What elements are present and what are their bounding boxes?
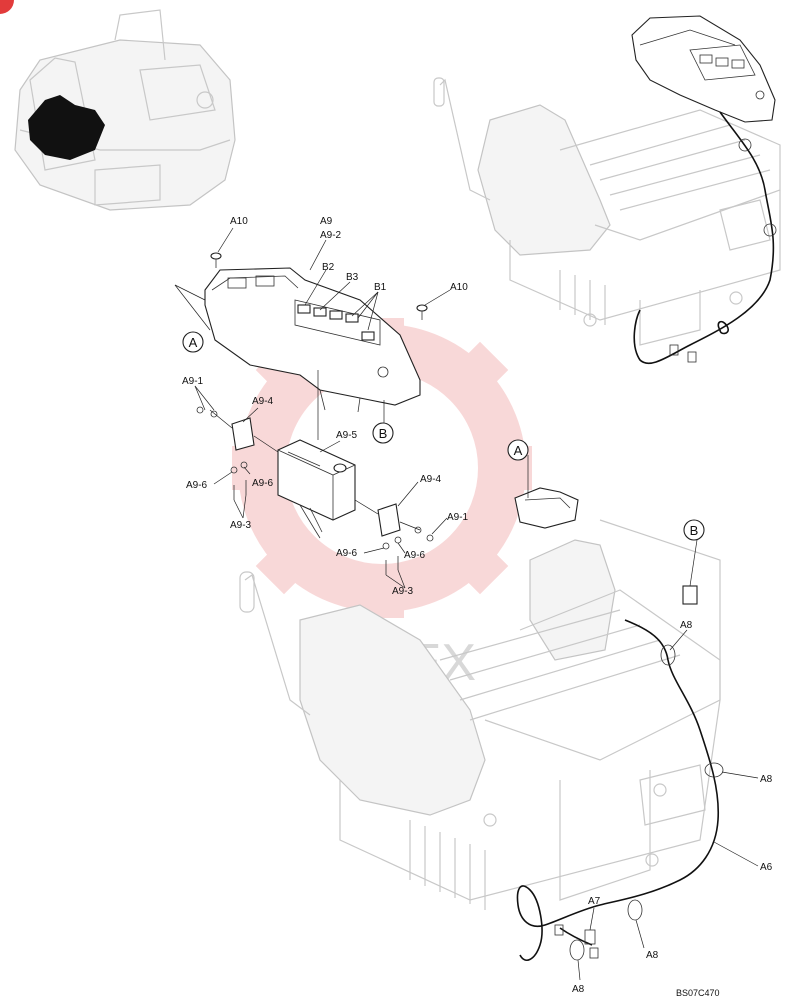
label-a8-3: A8 (646, 950, 659, 961)
svg-text:B: B (690, 523, 699, 538)
highlight-console-thumb (28, 95, 105, 160)
label-a8-1: A8 (680, 620, 693, 631)
svg-text:B: B (379, 426, 388, 441)
ref-circle-a-right: A (507, 439, 529, 461)
label-a9-5: A9-5 (336, 430, 358, 441)
drawing-code: BS07C470 (676, 988, 720, 998)
label-a8-2: A8 (760, 774, 773, 785)
label-a9-6-right1: A9-6 (336, 548, 358, 559)
switch-b3 (313, 307, 327, 317)
controller-assembly (194, 385, 448, 589)
svg-text:A: A (189, 335, 198, 350)
switch-b1 (345, 313, 359, 323)
label-a9: A9 (320, 216, 333, 227)
label-a9-4-left: A9-4 (252, 396, 274, 407)
seat-platform-top (433, 15, 781, 365)
ref-circle-b-right: B (683, 519, 705, 541)
bolt-a10-right (416, 304, 428, 320)
label-a9-6-right2: A9-6 (404, 550, 426, 561)
label-a9-3-right: A9-3 (392, 586, 414, 597)
console-assembly (174, 227, 451, 440)
label-a9-6-left2: A9-6 (252, 478, 274, 489)
wire-harness-top (633, 111, 775, 365)
label-a9-4-right: A9-4 (420, 474, 442, 485)
seat-platform-bottom (239, 455, 759, 981)
label-a9-1-left: A9-1 (182, 376, 204, 387)
excavator-thumbnail (14, 9, 236, 211)
wire-harness-bottom (516, 619, 720, 961)
label-a9-3-left: A9-3 (230, 520, 252, 531)
label-a8-4: A8 (572, 984, 585, 995)
svg-text:A: A (514, 443, 523, 458)
label-a6: A6 (760, 862, 773, 873)
ref-circle-b-left: B (372, 422, 394, 444)
label-a9-1-right: A9-1 (447, 512, 469, 523)
label-b1: B1 (374, 282, 387, 293)
ref-circle-a-left: A (182, 331, 204, 353)
label-a10-right: A10 (450, 282, 468, 293)
bolt-a10-top (210, 252, 222, 268)
corner-badge (0, 0, 14, 14)
label-a9-2: A9-2 (320, 230, 342, 241)
label-a7: A7 (588, 896, 601, 907)
label-a10-top: A10 (230, 216, 248, 227)
label-b3: B3 (346, 272, 359, 283)
label-a9-6-left1: A9-6 (186, 480, 208, 491)
switch-b2 (297, 304, 311, 314)
label-b2: B2 (322, 262, 335, 273)
